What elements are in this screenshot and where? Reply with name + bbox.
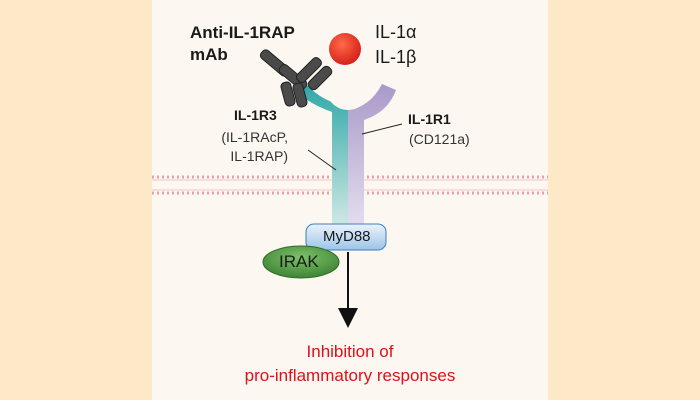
il1r1-label: IL-1R1 [408,111,451,127]
il1r3-alias: (IL-1RAcP, IL-1RAP) [200,128,288,166]
antibody-line2: mAb [190,45,228,64]
ligand-beta-label: IL-1β [375,47,417,67]
il1r3-label: IL-1R3 [234,107,277,123]
outcome-line1: Inhibition of [306,342,394,361]
il1r3-leader [307,149,337,171]
outcome-line2: pro-inflammatory responses [244,366,456,385]
il1r3-receptor [296,80,348,232]
outcome-text: Inhibition of pro-inflammatory responses [200,340,500,388]
il1r1-leader [361,123,403,135]
myd88-label: MyD88 [323,228,371,245]
antibody-line1: Anti-IL-1RAP [190,23,295,42]
irak-label: IRAK [279,252,319,271]
il1-ligand [329,33,361,65]
ligand-alpha-label: IL-1α [375,22,417,42]
irak-ellipse [262,245,340,279]
il1r3-alias-line1: (IL-1RAcP, [221,129,288,145]
antibody-label: Anti-IL-1RAP mAb [190,22,295,66]
myd88-box [305,223,387,251]
il1r1-receptor [348,84,396,232]
antibody-mab-icon [259,49,333,108]
il1r3-alias-line2: IL-1RAP) [230,148,288,164]
il1r1-alias: (CD121a) [409,131,470,147]
binding-pocket [326,66,370,110]
